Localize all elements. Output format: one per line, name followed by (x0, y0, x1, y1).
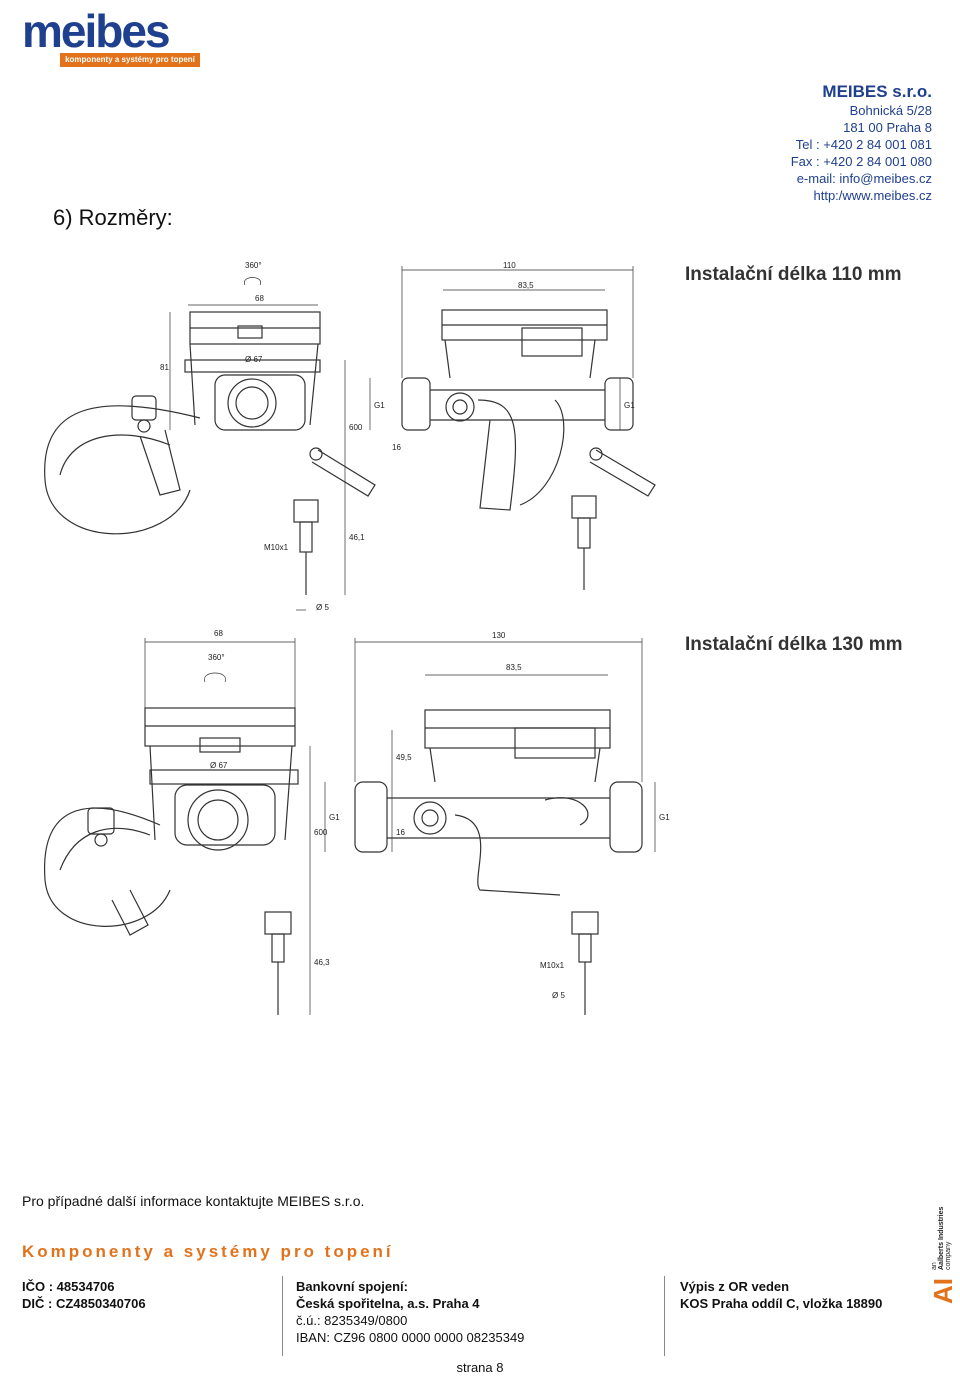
ai-mark: AI (928, 1278, 956, 1304)
dim-total-130: 130 (492, 631, 506, 640)
dim-16-b: 16 (396, 828, 405, 837)
bank-account: č.ú.: 8235349/0800 (296, 1313, 408, 1328)
dim-rotation-b: 360° (208, 653, 225, 662)
email[interactable]: e-mail: info@meibes.cz (796, 171, 932, 186)
drawing-130mm: 68 360° Ø 67 49,5 130 83,5 G1 G1 600 46,… (43, 629, 903, 1015)
city-address: 181 00 Praha 8 (843, 120, 932, 135)
ai-text-company: company (945, 1241, 952, 1270)
dim-m10: M10x1 (264, 543, 289, 552)
dim-diameter-5: Ø 5 (316, 603, 329, 612)
dim-thread-g1-left: G1 (374, 401, 385, 410)
dim-total-110: 110 (503, 261, 516, 270)
register-title: Výpis z OR veden (680, 1279, 790, 1294)
logo-tagline: komponenty a systémy pro topení (60, 53, 200, 67)
footer-divider-1 (282, 1276, 283, 1356)
dim-radius-600-b: 600 (314, 828, 328, 837)
contact-note: Pro případné další informace kontaktujte… (22, 1193, 365, 1209)
installation-label-110: Instalační délka 110 mm (685, 264, 902, 285)
dim-diameter-5-b: Ø 5 (552, 991, 565, 1000)
logo-wordmark: meibes (22, 5, 171, 57)
installation-label-130: Instalační délka 130 mm (685, 634, 903, 655)
footer-divider-2 (664, 1276, 665, 1356)
dim-height-46-3: 46,3 (314, 958, 330, 967)
ico: IČO : 48534706 (22, 1279, 115, 1294)
dic: DIČ : CZ4850340706 (22, 1296, 146, 1311)
bank-info: Bankovní spojení: Česká spořitelna, a.s.… (296, 1278, 524, 1346)
iban: IBAN: CZ96 0800 0000 0000 08235349 (296, 1330, 525, 1345)
company-ids: IČO : 48534706 DIČ : CZ4850340706 (22, 1278, 146, 1312)
register-info: Výpis z OR veden KOS Praha oddíl C, vlož… (680, 1278, 882, 1312)
dim-height-81: 81 (160, 363, 169, 372)
dim-thread-g1-right-b: G1 (659, 813, 670, 822)
dim-inner-83-5-b: 83,5 (506, 663, 522, 672)
dim-radius-600: 600 (349, 423, 363, 432)
dim-diameter-67: Ø 67 (245, 355, 263, 364)
dim-width-68: 68 (255, 294, 264, 303)
dim-m10-b: M10x1 (540, 961, 565, 970)
dim-thread-g1-right: G1 (624, 401, 635, 410)
ai-text-an: an (931, 1262, 938, 1270)
company-name: MEIBES s.r.o. (822, 82, 932, 101)
dim-thread-g1-left-b: G1 (329, 813, 340, 822)
dim-height-49-5: 49,5 (396, 753, 412, 762)
street-address: Bohnická 5/28 (849, 103, 932, 118)
meibes-logo: meibes komponenty a systémy pro topení (22, 5, 200, 68)
dim-inner-83-5: 83,5 (518, 281, 534, 290)
drawing-110mm: 360° 68 Ø 67 81 110 83,5 G1 G1 600 46,1 … (44, 261, 902, 612)
fax: Fax : +420 2 84 001 080 (790, 154, 932, 169)
bank-name: Česká spořitelna, a.s. Praha 4 (296, 1296, 480, 1311)
dim-16: 16 (392, 443, 401, 452)
section-title: 6) Rozměry: (53, 205, 173, 230)
website[interactable]: http:/www.meibes.cz (813, 188, 933, 203)
footer-tagline: Komponenty a systémy pro topení (22, 1242, 394, 1261)
dim-width-68-b: 68 (214, 629, 223, 638)
register-entry: KOS Praha oddíl C, vložka 18890 (680, 1296, 883, 1311)
contact-block: MEIBES s.r.o. Bohnická 5/28 181 00 Praha… (672, 82, 932, 204)
dim-height-46-1: 46,1 (349, 533, 365, 542)
phone: Tel : +420 2 84 001 081 (795, 137, 932, 152)
dim-diameter-67-b: Ø 67 (210, 761, 228, 770)
page-number: strana 8 (456, 1360, 504, 1375)
ai-text-company-name: Aalberts Industries (938, 1206, 945, 1270)
dim-rotation: 360° (245, 261, 262, 270)
bank-title: Bankovní spojení: (296, 1279, 408, 1294)
aalberts-logo: an Aalberts Industries company AI (928, 1206, 956, 1304)
